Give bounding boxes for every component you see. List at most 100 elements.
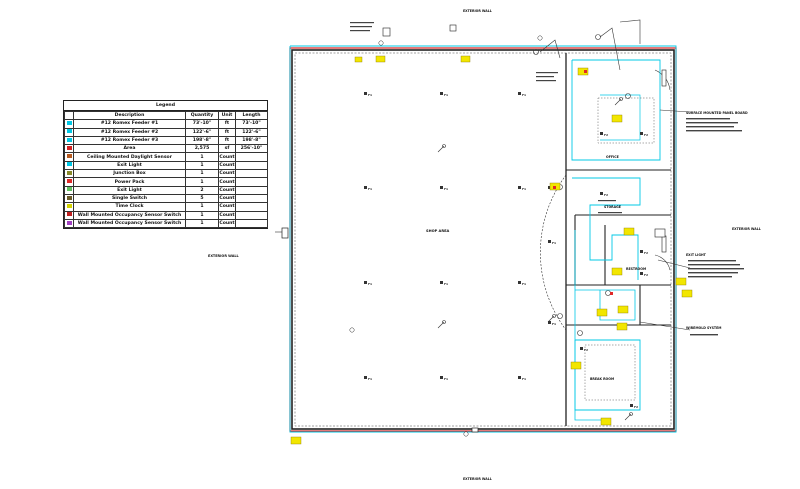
legend-quantity: 1	[185, 152, 219, 162]
takeoff-tag	[600, 417, 612, 426]
svg-text:F1: F1	[368, 377, 372, 381]
svg-text:F2: F2	[644, 251, 648, 255]
legend-quantity: 1	[185, 169, 219, 179]
light-fixture: F1	[518, 376, 526, 381]
power-pack	[553, 186, 556, 189]
light-fixture: F1	[364, 186, 372, 191]
legend-description: Exit Light	[73, 185, 186, 195]
detail-markers	[349, 35, 543, 437]
legend-swatch-cell	[64, 144, 74, 154]
legend-swatch-cell	[64, 135, 74, 146]
legend-description: Exit Light	[73, 160, 186, 171]
legend-length	[235, 210, 268, 220]
svg-text:F1: F1	[444, 377, 448, 381]
legend-length	[235, 152, 268, 162]
legend-swatch	[66, 137, 72, 142]
feeder-run-2	[571, 59, 661, 161]
legend-unit: Count	[218, 152, 236, 162]
light-fixture: F2	[640, 250, 648, 255]
legend-title: Legend	[64, 101, 267, 111]
legend-swatch	[66, 195, 72, 200]
legend-unit: Count	[218, 177, 236, 187]
power-pack	[584, 70, 587, 73]
ceiling-outline	[584, 344, 636, 401]
takeoff-tag	[616, 322, 628, 331]
power-pack-markers	[553, 70, 613, 295]
legend-header-quantity: Quantity	[185, 110, 219, 121]
legend-swatch-cell	[64, 169, 74, 179]
note-wiremold: WIREMOLD SYSTEM	[686, 326, 721, 330]
takeoff-tag	[354, 56, 363, 63]
takeoff-tag	[611, 114, 623, 123]
legend-description: #12 Romex Feeder #2	[73, 127, 186, 137]
legend-description: Time Clock	[73, 202, 186, 212]
legend-length: 122'-6"	[235, 127, 268, 137]
legend-quantity: 1	[185, 177, 219, 187]
legend-quantity: 5	[185, 193, 219, 204]
legend-description: Wall Mounted Occupancy Sensor Switch	[73, 210, 186, 220]
legend-quantity: 198'-8"	[185, 135, 219, 146]
legend-swatch-cell	[64, 177, 74, 187]
legend-swatch	[66, 154, 72, 159]
legend-header-swatch	[64, 110, 74, 121]
panel-board	[281, 227, 289, 239]
light-fixture: F1	[548, 240, 556, 245]
door-swing	[540, 174, 567, 331]
light-fixture: F1	[548, 321, 556, 326]
legend-length	[235, 177, 268, 187]
takeoff-tag	[570, 361, 582, 370]
ceiling-outline	[597, 97, 655, 144]
takeoff-tag	[375, 55, 386, 63]
panel-board	[654, 228, 666, 238]
room-label-break-room: BREAK ROOM	[590, 377, 614, 381]
light-fixture: F1	[364, 92, 372, 97]
light-fixture: F2	[600, 132, 608, 137]
legend-description: #12 Romex Feeder #1	[73, 119, 186, 129]
svg-text:F1: F1	[368, 93, 372, 97]
svg-text:F1: F1	[552, 322, 556, 326]
legend-swatch-cell	[64, 193, 74, 204]
legend-swatch-cell	[64, 218, 74, 229]
power-pack	[610, 292, 613, 295]
legend-quantity: 2	[185, 185, 219, 195]
light-fixture: F1	[440, 376, 448, 381]
legend-swatch-cell	[64, 119, 74, 129]
legend-grid: Description Quantity Unit Length #12 Rom…	[64, 110, 268, 229]
legend-swatch	[66, 120, 72, 125]
legend-unit: Count	[218, 169, 236, 179]
switch-symbol	[614, 97, 623, 106]
legend-quantity: 73'-10"	[185, 119, 219, 129]
legend-description: Single Switch	[73, 193, 186, 204]
legend-length: 256'-10"	[235, 144, 268, 154]
switch-symbol	[437, 320, 446, 329]
legend-quantity: 1	[185, 160, 219, 171]
room-label-storage: STORAGE	[604, 205, 621, 209]
svg-text:F2: F2	[644, 273, 648, 277]
legend-swatch	[66, 145, 72, 150]
legend-quantity: 2,575	[185, 144, 219, 154]
svg-text:F2: F2	[644, 133, 648, 137]
legend-swatch	[66, 220, 72, 225]
svg-text:F1: F1	[444, 187, 448, 191]
light-fixture: F1	[518, 186, 526, 191]
exterior-wall	[291, 49, 675, 430]
legend-length	[235, 193, 268, 204]
legend-description: Wall Mounted Occupancy Sensor Switch	[73, 218, 186, 229]
svg-text:F1: F1	[368, 282, 372, 286]
svg-text:F2: F2	[634, 405, 638, 409]
area-boundary	[289, 47, 677, 432]
legend-description: Area	[73, 144, 186, 154]
note-exit-light: EXIT LIGHT	[686, 253, 707, 257]
exit-light	[471, 427, 479, 433]
takeoff-tag	[675, 277, 687, 286]
svg-text:F2: F2	[604, 193, 608, 197]
